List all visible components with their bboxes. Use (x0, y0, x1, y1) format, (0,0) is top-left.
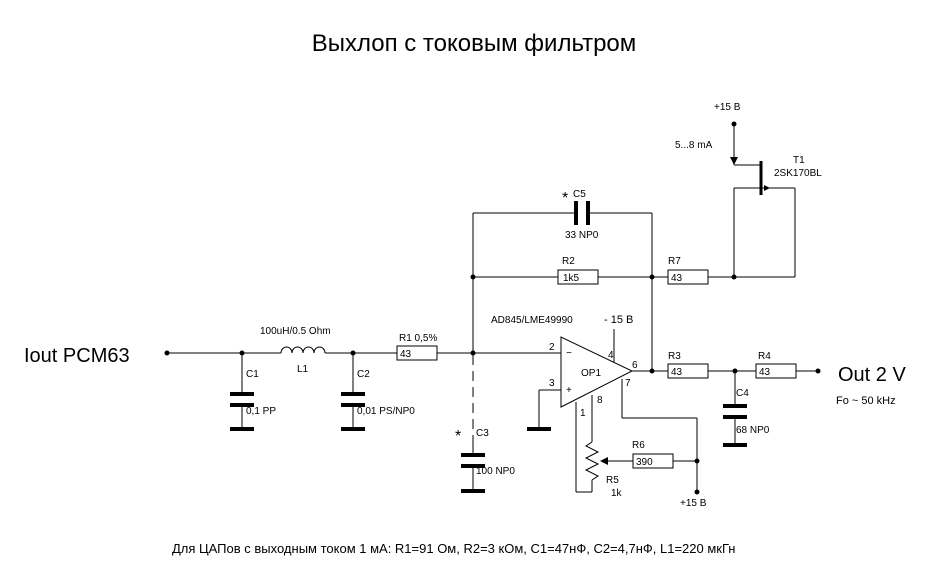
output-label: Out 2 V (838, 364, 906, 386)
input-wiring (164, 350, 561, 356)
inductor-l1: 100uH/0.5 Ohm L1 (260, 326, 331, 375)
c3-name: C3 (476, 428, 489, 439)
jfet-current: 5...8 mA (675, 140, 713, 151)
opamp-minus: − (566, 348, 572, 359)
pin-4: 4 (608, 350, 614, 361)
c4-name: C4 (736, 388, 749, 399)
jfet-name: T1 (793, 155, 805, 166)
jfet-part: 2SK170BL (774, 168, 822, 179)
c2-value: 0,01 PS/NP0 (357, 406, 415, 417)
opamp-name: OP1 (581, 368, 601, 379)
r2-name: R2 (562, 256, 575, 267)
c3-marker: * (455, 428, 461, 445)
jfet-supply: +15 В (714, 102, 741, 113)
feedback-network (470, 212, 795, 371)
c5-value: 33 NP0 (565, 230, 599, 241)
opamp-part: AD845/LME49990 (491, 315, 573, 326)
r7-name: R7 (668, 256, 681, 267)
r5-name: R5 (606, 475, 619, 486)
capacitor-c2: C2 0,01 PS/NP0 (341, 350, 415, 431)
trimmer-r5: R5 1k (575, 395, 633, 499)
l1-name: L1 (297, 364, 309, 375)
pin-1: 1 (580, 408, 586, 419)
pin-2: 2 (549, 342, 555, 353)
resistor-r6: R6 390 (632, 440, 674, 469)
capacitor-c5: * C5 33 NP0 (562, 189, 599, 241)
jfet-t1: +15 В 5...8 mA T1 2SK170BL (675, 102, 822, 280)
c1-value: 0,1 PP (246, 406, 276, 417)
r6-name: R6 (632, 440, 645, 451)
c2-name: C2 (357, 369, 370, 380)
resistor-r4: R4 43 (755, 351, 797, 379)
r6-value: 390 (636, 457, 653, 468)
opamp-op1: AD845/LME49990 - 15 В OP1 − + 2 3 4 6 7 … (491, 314, 638, 419)
r7-value: 43 (671, 273, 683, 284)
resistor-r2: R2 1k5 (557, 256, 599, 285)
resistor-r7: R7 43 (667, 256, 709, 285)
r2-value: 1k5 (563, 273, 580, 284)
c1-name: C1 (246, 369, 259, 380)
c5-marker: * (562, 190, 568, 207)
l1-value: 100uH/0.5 Ohm (260, 326, 331, 337)
page-title: Выхлоп с токовым фильтром (312, 30, 637, 57)
r4-value: 43 (759, 367, 771, 378)
r1-value: 43 (400, 349, 412, 360)
resistor-r1: R1 0,5% 43 (396, 333, 438, 361)
r5-value: 1k (611, 488, 623, 499)
r1-name: R1 0,5% (399, 333, 437, 344)
opamp-ground (527, 389, 561, 431)
pin-3: 3 (549, 378, 555, 389)
output-freq: Fo ~ 50 kHz (836, 395, 896, 407)
capacitor-c3: * C3 100 NP0 (455, 355, 515, 493)
resistor-r3: R3 43 (667, 351, 709, 379)
r3-name: R3 (668, 351, 681, 362)
capacitor-c1: C1 0,1 PP (230, 350, 276, 431)
opamp-neg-supply: - 15 В (604, 314, 633, 326)
pin-8: 8 (597, 395, 603, 406)
c4-value: 68 NP0 (736, 425, 770, 436)
r3-value: 43 (671, 367, 683, 378)
c5-name: C5 (573, 189, 586, 200)
input-label: Iout PCM63 (24, 345, 130, 367)
pin-7: 7 (625, 378, 631, 389)
trim-supply: +15 В (680, 498, 707, 509)
opamp-plus: + (566, 385, 572, 396)
pin-6: 6 (632, 360, 638, 371)
pin7-wiring: +15 В (621, 379, 707, 509)
c3-value: 100 NP0 (476, 466, 515, 477)
capacitor-c4: C4 68 NP0 (723, 371, 770, 447)
r4-name: R4 (758, 351, 771, 362)
footnote: Для ЦАПов с выходным током 1 мА: R1=91 О… (172, 541, 735, 556)
